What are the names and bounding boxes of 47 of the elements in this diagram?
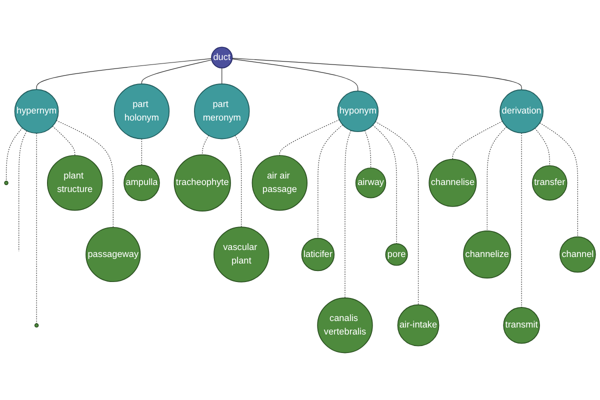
node-circle: ampulla bbox=[124, 164, 160, 202]
node-circle: air-intake bbox=[397, 304, 440, 346]
node-circle: channel bbox=[560, 236, 596, 273]
node-circle: pore bbox=[385, 243, 408, 266]
node-circle bbox=[34, 323, 39, 328]
connector bbox=[141, 138, 142, 166]
connector bbox=[364, 130, 372, 168]
node-circle: hyponym bbox=[337, 90, 379, 132]
connector bbox=[234, 135, 242, 228]
connector bbox=[539, 122, 578, 238]
connector bbox=[141, 60, 212, 84]
connector bbox=[534, 128, 550, 166]
node-circle: tracheophyte bbox=[174, 154, 231, 212]
node-circle: derivation bbox=[500, 89, 544, 134]
node-circle: vascular plant bbox=[214, 226, 270, 282]
connector bbox=[486, 126, 507, 232]
node-circle: plant structure bbox=[47, 155, 103, 211]
connector bbox=[318, 124, 344, 239]
node-circle: transmit bbox=[503, 306, 540, 344]
node-circle: channelise bbox=[428, 158, 477, 207]
connector bbox=[36, 58, 212, 90]
connector bbox=[521, 132, 522, 308]
node-circle: transfer bbox=[532, 165, 568, 201]
connector bbox=[232, 58, 358, 92]
connector bbox=[372, 124, 397, 244]
node-circle: part holonym bbox=[114, 84, 170, 140]
connector bbox=[18, 130, 28, 252]
node-circle: canalis vertebralis bbox=[317, 298, 373, 354]
connector bbox=[452, 120, 503, 160]
connector bbox=[232, 58, 522, 90]
connector bbox=[36, 132, 37, 324]
connector bbox=[202, 135, 209, 156]
node-circle bbox=[4, 180, 8, 186]
connector bbox=[6, 128, 23, 182]
connector bbox=[375, 121, 419, 306]
node-circle: passageway bbox=[86, 226, 141, 282]
node-circle: laticifer bbox=[301, 238, 335, 272]
connector bbox=[279, 119, 340, 156]
connector bbox=[52, 126, 76, 156]
node-circle: air air passage bbox=[252, 155, 308, 211]
connector bbox=[56, 120, 114, 228]
node-circle: channelize bbox=[463, 230, 512, 278]
node-circle: part meronym bbox=[194, 84, 250, 140]
node-circle: airway bbox=[355, 168, 386, 198]
node-circle: duct bbox=[211, 46, 233, 68]
connector bbox=[344, 130, 352, 298]
node-circle: hypernym bbox=[14, 89, 59, 134]
